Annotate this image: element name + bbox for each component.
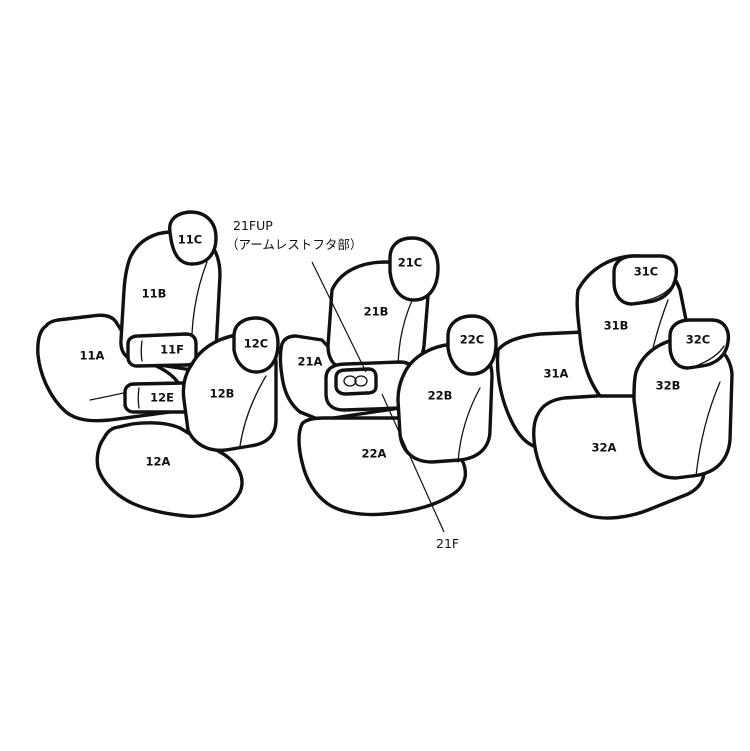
callout-21FUP-code: 21FUP (233, 218, 273, 233)
seat-31-32 (495, 254, 734, 520)
label-12E: 12E (150, 391, 174, 405)
label-22A: 22A (362, 447, 387, 461)
label-11B: 11B (142, 287, 167, 301)
label-22C: 22C (460, 333, 484, 347)
leader-line-21F (381, 393, 445, 533)
cup-holder-icon (354, 375, 368, 387)
label-11A: 11A (80, 349, 105, 363)
part-11C-shape[interactable] (168, 210, 218, 266)
seat-12 (95, 316, 280, 518)
label-21C: 21C (398, 256, 422, 270)
label-31A: 31A (544, 367, 569, 381)
label-21A: 21A (298, 355, 323, 369)
part-21C-shape[interactable] (388, 236, 440, 302)
label-32A: 32A (592, 441, 617, 455)
part-12C-shape[interactable] (232, 316, 280, 374)
callout-21FUP-description: （アームレストフタ部） (226, 237, 363, 252)
label-12A: 12A (146, 455, 171, 469)
label-32B: 32B (656, 379, 681, 393)
seat-11 (36, 210, 222, 423)
seat-22 (297, 314, 498, 517)
label-32C: 32C (686, 333, 710, 347)
label-11F: 11F (160, 343, 184, 357)
label-12C: 12C (244, 337, 268, 351)
cup-holder-icon (343, 375, 357, 387)
label-11C: 11C (178, 233, 202, 247)
label-21B: 21B (364, 305, 389, 319)
callout-21F-code: 21F (436, 536, 460, 551)
label-31C: 31C (634, 265, 658, 279)
label-12B: 12B (210, 387, 235, 401)
leader-line-21FUP (311, 261, 367, 373)
part-22C-shape[interactable] (446, 314, 498, 376)
label-22B: 22B (428, 389, 453, 403)
part-31C-shape[interactable] (612, 254, 679, 306)
label-31B: 31B (604, 319, 629, 333)
